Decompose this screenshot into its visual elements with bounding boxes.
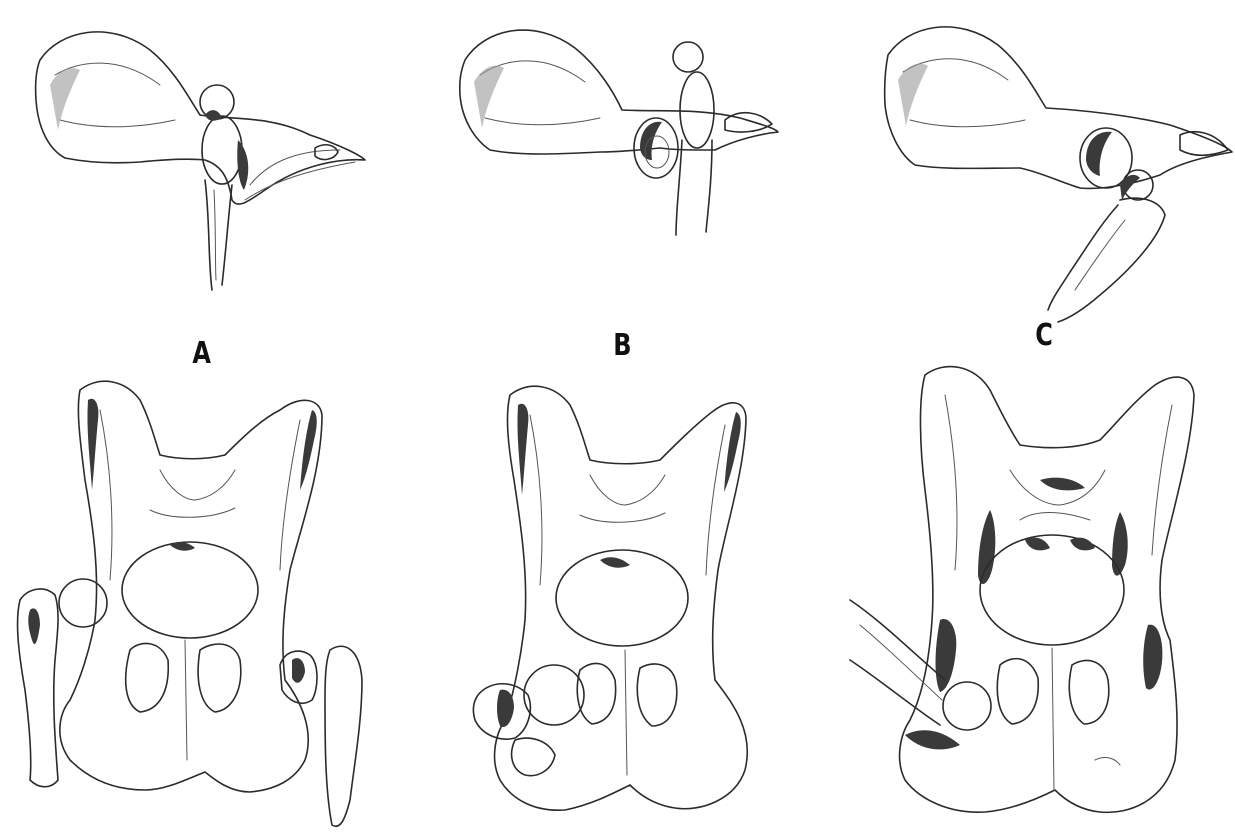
pelvic-inlet-c	[980, 535, 1124, 645]
pelvic-inlet-a	[122, 542, 258, 638]
panel-label-c: C	[1035, 318, 1053, 353]
panel-a-frontal-view	[18, 381, 362, 826]
panel-c-frontal-view	[850, 367, 1194, 813]
femoral-head-b-front	[524, 665, 584, 725]
panel-a-lateral-view	[36, 32, 365, 290]
femoral-head-a-front	[59, 579, 107, 627]
femoral-head-b	[673, 42, 703, 72]
panel-c-lateral-view	[885, 27, 1232, 322]
panel-label-a: A	[192, 336, 211, 371]
panel-b-lateral-view	[460, 30, 778, 235]
femoral-head-c-front	[943, 682, 991, 730]
panel-label-b: B	[613, 328, 631, 363]
panel-b-frontal-view	[473, 386, 747, 810]
